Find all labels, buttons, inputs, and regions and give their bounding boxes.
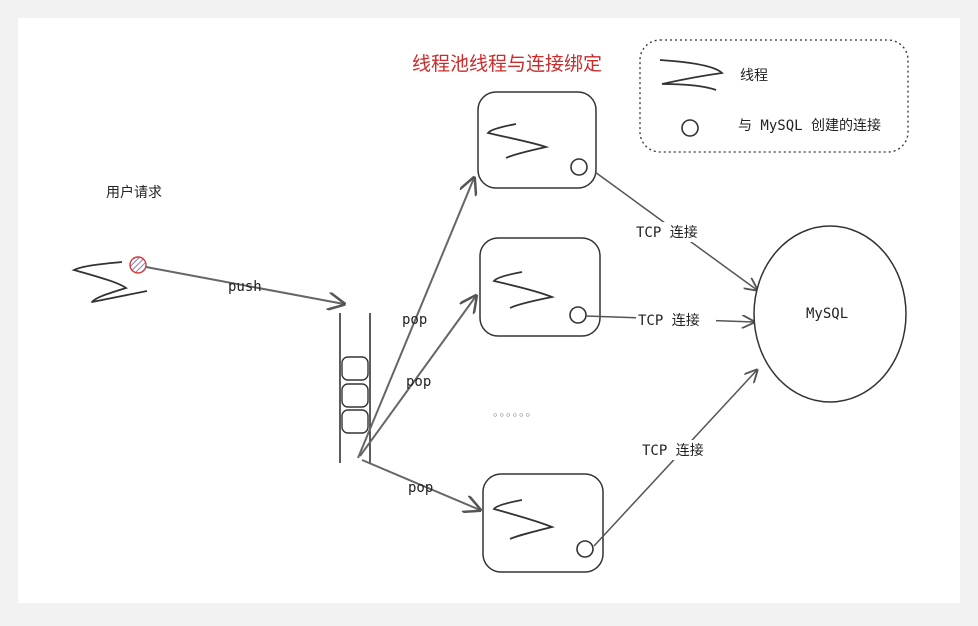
thread-icon [492, 499, 555, 540]
pop-arrow-3 [361, 459, 480, 510]
tcp-label-2: TCP 连接 [638, 312, 700, 329]
request-connection-icon [129, 256, 147, 274]
connection-icon [570, 158, 588, 176]
push-arrow [145, 266, 344, 304]
user-request-label: 用户请求 [106, 184, 162, 201]
legend-box: 线程 与 MySQL 创建的连接 [639, 39, 909, 153]
request-thread-icon [71, 261, 148, 304]
mysql-label: MySQL [806, 306, 848, 322]
thread-box-2 [479, 237, 601, 337]
legend-connection-label: 与 MySQL 创建的连接 [738, 117, 881, 134]
connection-icon [576, 540, 594, 558]
thread-box-1 [477, 91, 597, 189]
legend-thread-label: 线程 [740, 68, 768, 84]
tcp-label-bg [632, 222, 714, 242]
tcp-label-bg [640, 440, 720, 460]
task-queue [339, 313, 371, 463]
thread-box-3 [482, 473, 604, 573]
tcp-label-3: TCP 连接 [642, 442, 704, 459]
tcp-label-1: TCP 连接 [636, 224, 698, 241]
tcp-label-bg [636, 310, 716, 330]
connection-icon [569, 306, 587, 324]
more-threads-ellipsis: ◦◦◦◦◦◦ [492, 409, 531, 422]
legend-thread-icon [659, 59, 724, 91]
mysql-server [753, 225, 907, 403]
thread-icon [486, 123, 550, 159]
pop-label-3: pop [408, 480, 433, 496]
queue-item [341, 356, 369, 381]
thread-icon [492, 271, 556, 309]
push-label: push [228, 279, 262, 295]
queue-item [341, 409, 369, 434]
queue-item [341, 383, 369, 408]
legend-connection-icon [681, 119, 699, 137]
pop-label-1: pop [402, 312, 427, 328]
pop-arrow-1 [357, 178, 474, 459]
diagram-title: 线程池线程与连接绑定 [412, 53, 602, 75]
pop-label-2: pop [406, 374, 431, 390]
pop-arrow-2 [359, 296, 476, 457]
